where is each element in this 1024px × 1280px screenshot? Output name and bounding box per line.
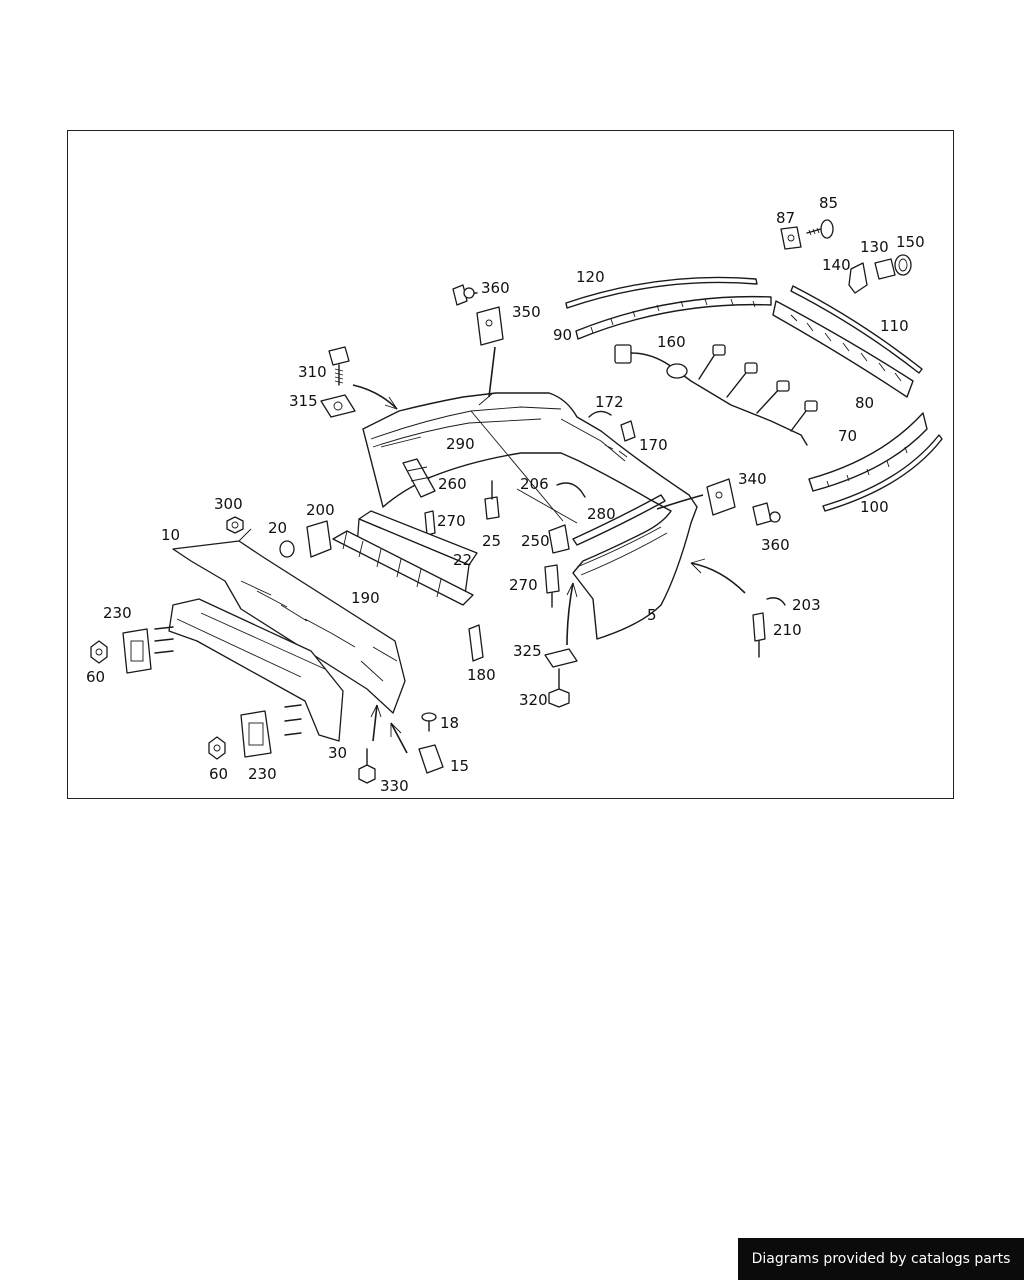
wiring-harness-part-160 [614,344,818,446]
grommet-part-20 [279,540,295,558]
clip-part-172 [588,410,612,418]
callout-325: 325 [513,642,542,660]
callout-350: 350 [512,303,541,321]
bracket-part-250 [548,524,570,554]
bolt-part-360-top [452,284,478,306]
bracket-part-340 [706,478,736,516]
callout-85: 85 [819,194,838,212]
callout-340: 340 [738,470,767,488]
callout-30: 30 [328,744,347,762]
clip-part-170 [620,420,636,442]
callout-360-top: 360 [481,279,510,297]
callout-15: 15 [450,757,469,775]
trim-strip-part-100 [822,434,943,512]
bolt-part-310 [328,346,350,386]
sensor-part-206 [556,482,586,498]
callout-210: 210 [773,621,802,639]
parts-diagram-frame: 5 10 15 18 20 22 25 30 60 60 70 80 85 87… [67,130,954,799]
callout-250: 250 [521,532,550,550]
callout-170: 170 [639,436,668,454]
callout-labels: 5 10 15 18 20 22 25 30 60 60 70 80 85 87… [86,194,925,795]
callout-203: 203 [792,596,821,614]
callout-5: 5 [647,606,657,624]
callout-140: 140 [822,256,851,274]
nut-part-60-lower [208,736,226,760]
callout-290: 290 [446,435,475,453]
callout-20: 20 [268,519,287,537]
callout-130: 130 [860,238,889,256]
callout-60-lower: 60 [209,765,228,783]
rivet-part-210 [752,612,766,658]
callout-90: 90 [553,326,572,344]
callout-22: 22 [453,551,472,569]
callout-70: 70 [838,427,857,445]
leader-lines [352,346,746,754]
washer-part-150 [894,254,912,276]
callout-100: 100 [860,498,889,516]
screw-part-85 [806,219,834,239]
bolt-part-330 [358,748,376,784]
callout-25: 25 [482,532,501,550]
callout-270-left: 270 [437,512,466,530]
callout-200: 200 [306,501,335,519]
trim-strip-part-120 [565,276,758,309]
callout-315: 315 [289,392,318,410]
clip-nut-part-315 [320,394,356,418]
callout-10: 10 [161,526,180,544]
callout-260: 260 [438,475,467,493]
callout-206: 206 [520,475,549,493]
plate-part-325 [544,648,578,668]
callout-18: 18 [440,714,459,732]
clip-part-203 [766,597,786,606]
bumper-cover-part-5 [362,392,698,640]
bolt-part-360-right [752,502,781,526]
rivet-part-25 [484,480,500,520]
nut-part-60-upper [90,640,108,664]
nut-part-300 [226,516,244,534]
trim-strip-part-70 [808,412,928,492]
trim-strip-part-90 [575,295,772,340]
callout-360-right: 360 [761,536,790,554]
bracket-part-260 [402,458,436,498]
trim-strip-part-110 [790,285,923,374]
callout-160: 160 [657,333,686,351]
bracket-part-200 [306,520,332,558]
callout-87: 87 [776,209,795,227]
callout-150: 150 [896,233,925,251]
callout-230-upper: 230 [103,604,132,622]
callout-180: 180 [467,666,496,684]
bracket-part-180 [468,624,484,662]
trim-part-280 [572,494,666,546]
expanding-rivet-part-270-right [544,564,560,608]
bumper-support-part-10 [172,528,406,714]
bracket-part-140 [848,262,868,294]
footer-credit-badge: Diagrams provided by catalogs parts [738,1238,1024,1280]
callout-320: 320 [519,691,548,709]
callout-230-lower: 230 [248,765,277,783]
callout-60-upper: 60 [86,668,105,686]
absorber-part-190 [332,530,474,606]
callout-80: 80 [855,394,874,412]
clip-part-87 [780,226,802,250]
callout-110: 110 [880,317,909,335]
reinforcement-part-30 [168,598,344,742]
callout-172: 172 [595,393,624,411]
callout-300: 300 [214,495,243,513]
footer-credit-text: Diagrams provided by catalogs parts [751,1251,1011,1267]
mounting-plate-part-230-lower [240,704,302,758]
callout-280: 280 [587,505,616,523]
callout-120: 120 [576,268,605,286]
exploded-parts-diagram: 5 10 15 18 20 22 25 30 60 60 70 80 85 87… [86,194,943,795]
mounting-plate-part-230-upper [122,626,174,674]
callout-270-right: 270 [509,576,538,594]
bolt-part-320 [548,668,570,708]
callout-330: 330 [380,777,409,795]
callout-310: 310 [298,363,327,381]
trim-strip-part-80 [772,300,914,398]
rivet-part-18 [421,712,437,732]
clip-part-15 [418,744,444,774]
callout-190: 190 [351,589,380,607]
grommet-part-130 [874,258,896,280]
bracket-part-350 [476,306,504,346]
